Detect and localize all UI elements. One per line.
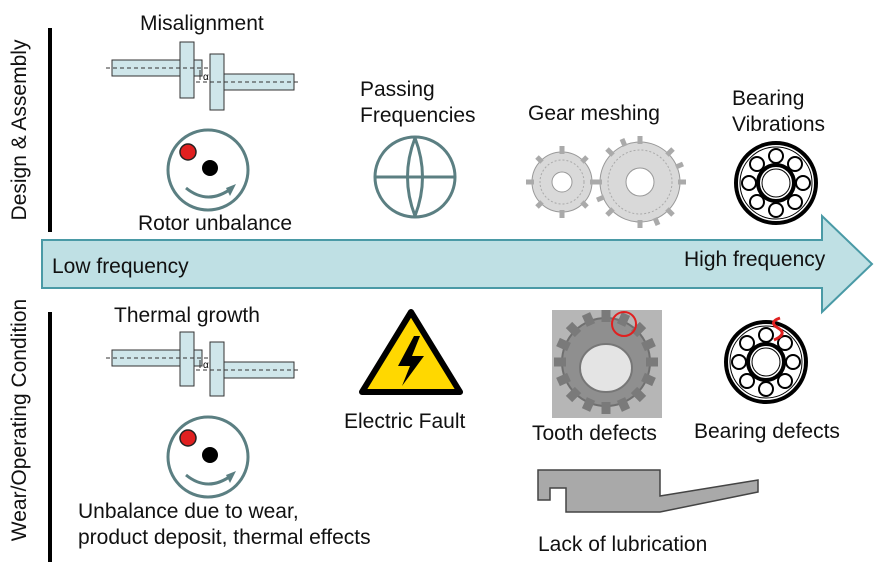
passing-frequencies-icon (373, 135, 457, 219)
lubrication-profile-icon (537, 469, 759, 513)
passing-frequencies-label: Passing Frequencies (360, 78, 476, 127)
misalignment-gap-symbol: α (203, 72, 209, 83)
category-design-assembly: Design & Assembly (8, 39, 31, 221)
unbalance-wear-label: Unbalance due to wear, product deposit, … (78, 500, 371, 549)
thermal-growth-shaft-icon: α (106, 331, 300, 397)
thermal-growth-label: Thermal growth (114, 304, 260, 327)
thermal-growth-gap-symbol: α (203, 360, 209, 371)
misalignment-label: Misalignment (140, 12, 264, 35)
wear-divider-bar (48, 312, 52, 562)
electric-fault-label: Electric Fault (344, 410, 466, 433)
tooth-defects-label: Tooth defects (532, 422, 657, 445)
high-frequency-label: High frequency (684, 248, 826, 271)
bearing-defect-icon (724, 316, 808, 404)
rotor-unbalance-icon (166, 128, 250, 212)
misalignment-shaft-icon: α (106, 41, 300, 111)
gear-meshing-icon (526, 136, 686, 228)
bearing-icon (734, 141, 818, 225)
wear-unbalance-icon (166, 415, 250, 499)
design-divider-bar (48, 28, 52, 232)
lack-of-lubrication-label: Lack of lubrication (538, 533, 708, 556)
gear-meshing-label: Gear meshing (528, 102, 660, 125)
frequency-arrow (41, 213, 874, 315)
tooth-defect-gear-icon (552, 310, 662, 418)
category-wear-operating: Wear/Operating Condition (8, 298, 31, 542)
rotor-unbalance-label: Rotor unbalance (138, 212, 293, 235)
low-frequency-label: Low frequency (52, 255, 189, 278)
bearing-vibrations-label: Bearing Vibrations (732, 87, 826, 136)
electric-fault-warning-icon (359, 309, 463, 395)
bearing-defects-label: Bearing defects (694, 420, 840, 443)
